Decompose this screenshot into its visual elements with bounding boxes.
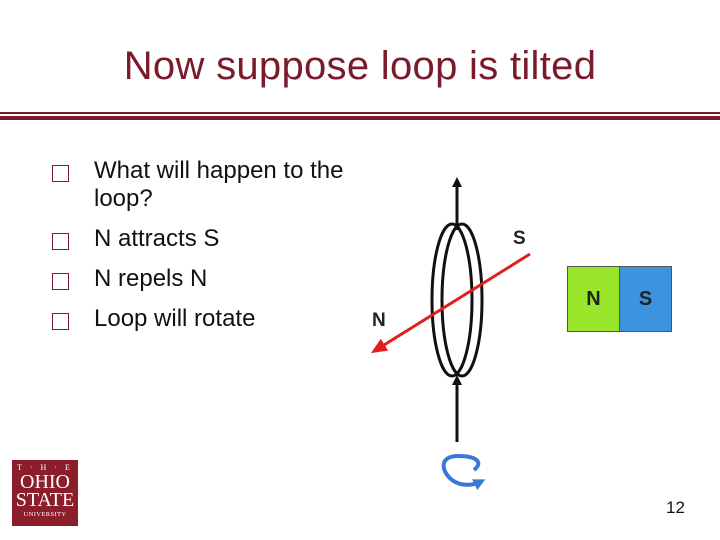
logo-line-state: STATE	[15, 489, 75, 511]
bullet-list: What will happen to the loop? N attracts…	[52, 157, 352, 345]
loop-south-label: S	[513, 228, 526, 249]
bullet-text: N repels N	[94, 265, 208, 292]
bullet-box-icon	[52, 313, 69, 330]
logo-line-the: T · H · E	[17, 463, 73, 472]
bullet-box-icon	[52, 233, 69, 250]
bullet-item: Loop will rotate	[52, 305, 352, 333]
loop-front	[430, 222, 474, 378]
bullet-box-icon	[52, 273, 69, 290]
magnetic-moment-arrow	[370, 252, 531, 354]
bullet-text: N attracts S	[94, 225, 220, 252]
loop-north-label: N	[372, 310, 386, 331]
slide-title: Now suppose loop is tilted	[123, 44, 597, 88]
bullet-text: What will happen to the loop?	[94, 157, 344, 212]
bullet-text: Loop will rotate	[94, 305, 256, 332]
bullet-item: N repels N	[52, 265, 352, 293]
logo-line-university: UNIVERSITY	[23, 511, 67, 518]
bullet-item: N attracts S	[52, 225, 352, 253]
page-number: 12	[666, 498, 685, 517]
bullet-box-icon	[52, 165, 69, 182]
magnet-south-pole: S	[620, 267, 671, 331]
title-rule-thick	[0, 116, 720, 120]
rotation-arrow	[441, 453, 486, 491]
logo-line-ohio: OHIO	[20, 471, 70, 493]
loop-back	[440, 222, 484, 378]
bar-magnet: N S	[567, 266, 672, 332]
university-logo: T · H · E OHIO STATE UNIVERSITY	[12, 460, 78, 526]
bullet-item: What will happen to the loop?	[52, 157, 352, 213]
magnet-north-pole: N	[568, 267, 620, 331]
title-rule-thin	[0, 112, 720, 114]
